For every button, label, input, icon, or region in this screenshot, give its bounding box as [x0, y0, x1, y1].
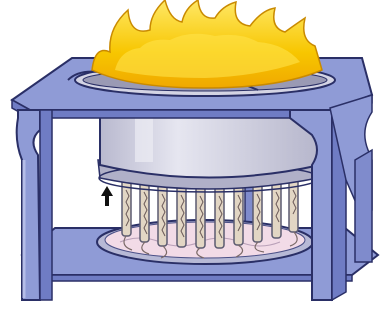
front-left-leg — [17, 110, 52, 300]
right-back-leg — [355, 150, 372, 262]
flame-icon — [92, 0, 322, 88]
